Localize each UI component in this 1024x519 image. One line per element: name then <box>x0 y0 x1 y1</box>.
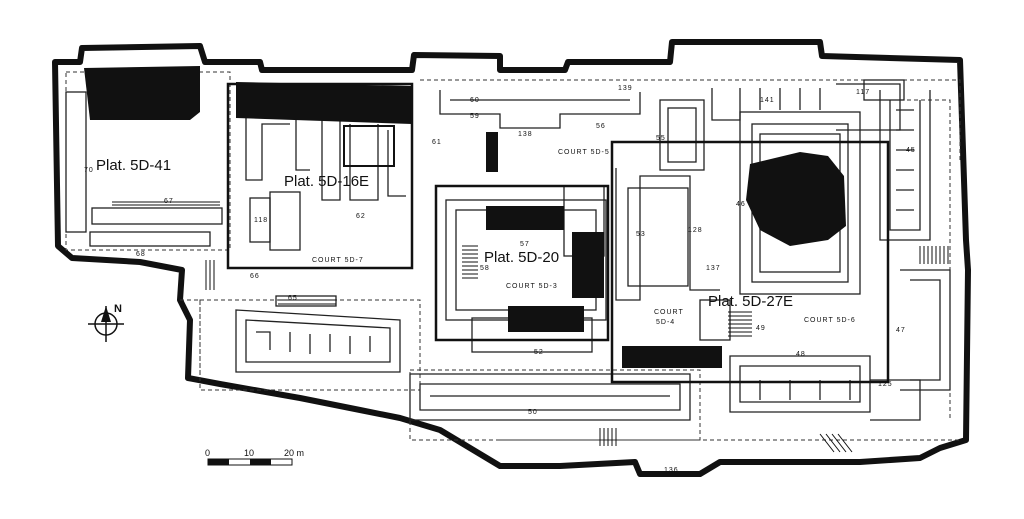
platform-labels: Plat. 5D-41 Plat. 5D-16E Plat. 5D-20 Pla… <box>96 157 793 310</box>
structure-walls <box>65 79 951 421</box>
label-plat-5d-27e: Plat. 5D-27E <box>708 293 793 310</box>
structure-number: 55 <box>656 135 666 142</box>
plat-5d-27e-outline <box>610 140 890 384</box>
scale-tick-0: 0 <box>205 448 210 458</box>
structure-numbers: 70 67 68 118 62 61 66 65 138 56 55 57 58… <box>84 85 916 474</box>
stairways <box>112 201 949 453</box>
structure-number: 128 <box>688 227 703 234</box>
structure-number: 65 <box>288 295 298 302</box>
structure-number: 48 <box>796 351 806 358</box>
structure-number: 118 <box>254 217 268 224</box>
structure-number: 50 <box>528 409 538 416</box>
plat-5d-20-outline <box>434 184 610 342</box>
structure-number: 58 <box>480 265 490 272</box>
structure-number: 49 <box>756 325 766 332</box>
structure-number: 61 <box>432 139 442 146</box>
structure-number: 46 <box>736 201 746 208</box>
plat-5d-16e-outline <box>226 82 414 270</box>
structure-number: 52 <box>534 349 544 356</box>
structure-number: 59 <box>470 113 480 120</box>
structure-number: 53 <box>636 231 646 238</box>
structure-number: 45 <box>906 147 916 154</box>
structure-number: 47 <box>896 327 906 334</box>
label-court-5d-6: COURT 5D-6 <box>804 317 856 324</box>
label-plat-5d-41: Plat. 5D-41 <box>96 157 171 174</box>
scale-tick-10: 10 <box>244 448 254 458</box>
structure-number: 57 <box>520 241 530 248</box>
structure-number: 70 <box>84 167 94 174</box>
structure-number: 56 <box>596 123 606 130</box>
label-court-5d-3: COURT 5D-3 <box>506 283 558 290</box>
label-court-5d-4-bottom: 5D-4 <box>656 319 675 326</box>
label-court-5d-4-top: COURT <box>654 309 684 316</box>
structure-number: 125 <box>878 381 893 388</box>
solid-structures <box>84 66 846 368</box>
structure-number: 68 <box>136 251 146 258</box>
label-court-5d-7: COURT 5D-7 <box>312 257 364 264</box>
structure-number: 60 <box>470 97 480 104</box>
scale-bar: 0 10 20 m <box>205 448 304 466</box>
label-court-5d-5: COURT 5D-5 <box>558 149 610 156</box>
structure-number: 141 <box>760 97 775 104</box>
court-labels: COURT 5D-7 COURT 5D-3 COURT 5D-4 COURT 5… <box>312 149 856 326</box>
label-plat-5d-16e: Plat. 5D-16E <box>284 173 369 190</box>
structure-number: 62 <box>356 213 366 220</box>
structure-number: 139 <box>618 85 633 92</box>
structure-number: 138 <box>518 131 533 138</box>
structure-number: 117 <box>856 89 870 96</box>
scale-tick-20: 20 m <box>284 448 304 458</box>
structure-number: 136 <box>664 467 679 474</box>
label-plat-5d-20: Plat. 5D-20 <box>484 249 559 266</box>
structure-number: 67 <box>164 198 174 205</box>
north-arrow-icon: N <box>88 303 124 342</box>
structure-number: 137 <box>706 265 721 272</box>
structure-number: 66 <box>250 273 260 280</box>
north-label: N <box>114 303 122 315</box>
platform-outlines <box>226 82 890 384</box>
